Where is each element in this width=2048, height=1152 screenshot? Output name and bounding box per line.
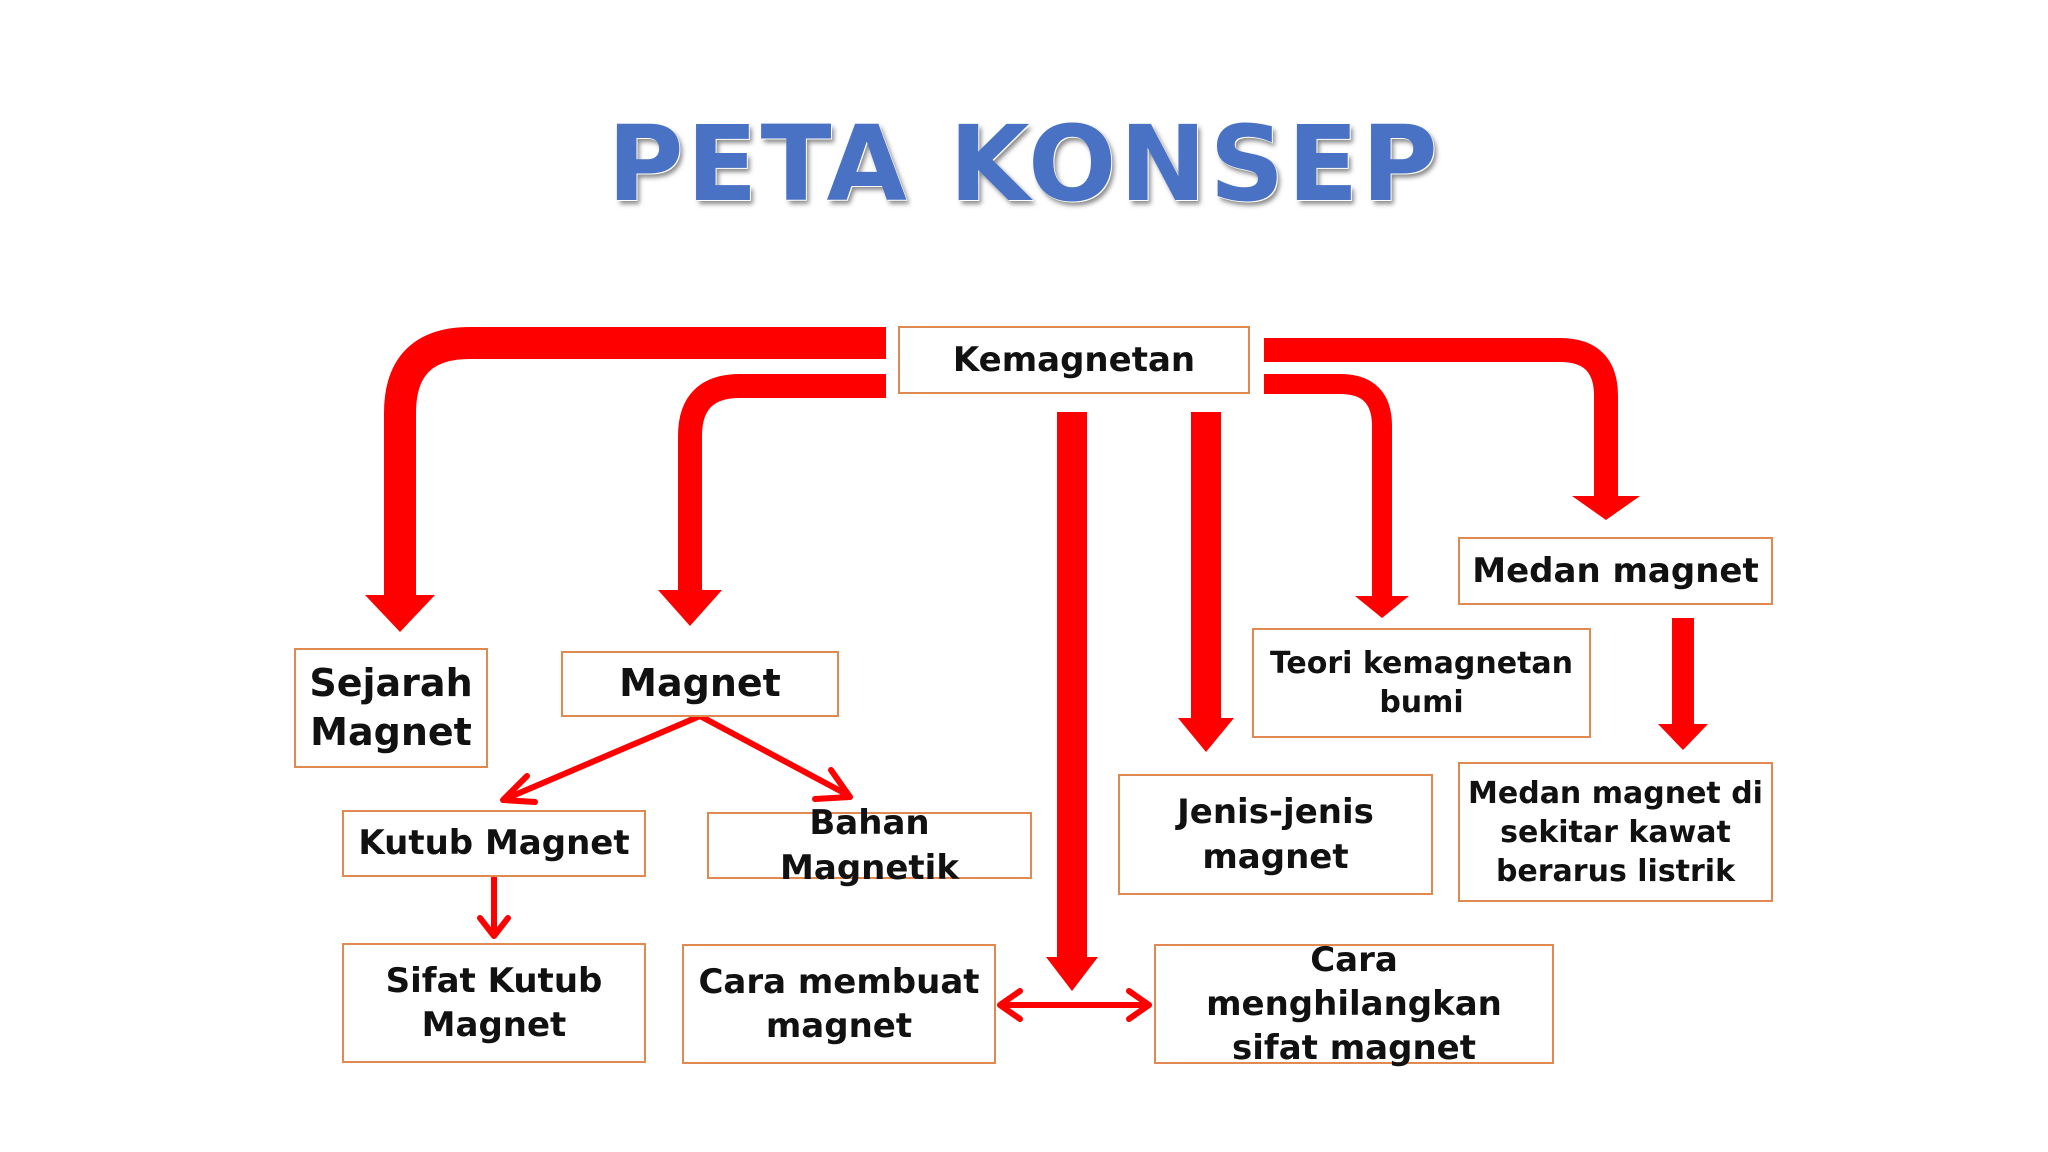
node-jenis-jenis-magnet: Jenis-jenis magnet [1118,774,1433,895]
node-cara-membuat-magnet: Cara membuat magnet [682,944,996,1064]
arrow-to-sejarah-magnet [365,327,886,632]
arrow-to-cara-split [1046,412,1098,991]
page-title: PETA KONSEP [607,103,1441,225]
arrow-magnet-to-bahan-magnetik [697,713,853,802]
node-kutub-magnet: Kutub Magnet [342,810,646,877]
node-medan-magnet-kawat: Medan magnet di sekitar kawat berarus li… [1458,762,1773,902]
node-sejarah-magnet: Sejarah Magnet [294,648,488,768]
arrow-to-teori-kemagnetan-bumi [1264,374,1409,618]
arrow-to-magnet [658,374,886,626]
node-bahan-magnetik: Bahan Magnetik [707,803,1032,888]
arrow-to-medan-magnet-kawat [1658,618,1708,750]
arrow-kutub-to-sifat-kutub [477,874,511,939]
node-teori-kemagnetan-bumi: Teori kemagnetan bumi [1252,628,1591,738]
node-kemagnetan: Kemagnetan [898,326,1250,394]
arrow-to-jenis-jenis-magnet [1178,412,1234,752]
arrow-magnet-to-kutub-magnet [500,713,703,805]
arrow-bidirectional-cara [997,988,1152,1022]
node-magnet: Magnet [561,651,839,717]
node-cara-menghilangkan-sifat-magnet: Cara menghilangkan sifat magnet [1154,940,1554,1068]
arrow-to-medan-magnet [1264,338,1640,520]
node-sifat-kutub-magnet: Sifat Kutub Magnet [342,943,646,1063]
node-medan-magnet: Medan magnet [1458,537,1773,605]
